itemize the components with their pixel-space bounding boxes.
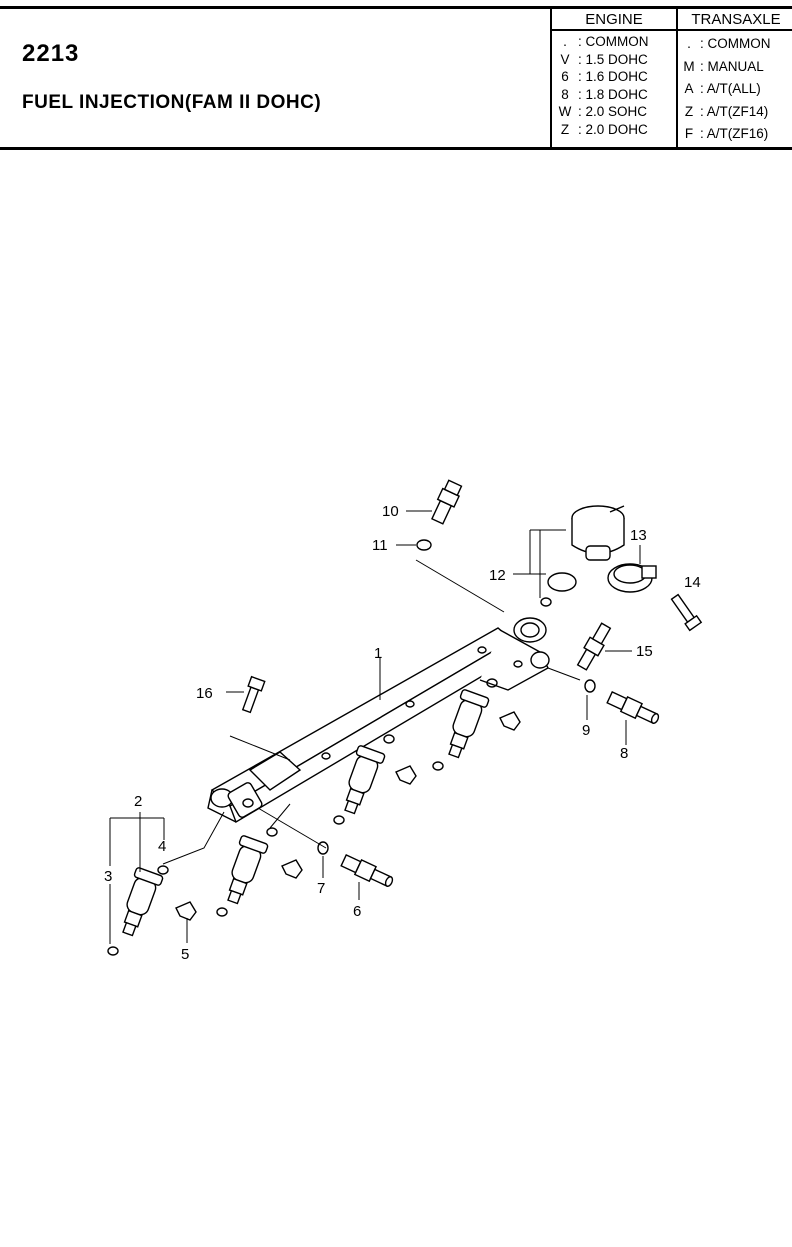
section-title: FUEL INJECTION(FAM II DOHC) [22, 92, 322, 113]
injector-1 [122, 867, 164, 937]
engine-row: Z: 2.0 DOHC [560, 121, 648, 137]
return-fitting-8 [606, 691, 660, 724]
engine-legend-table: ENGINE .: COMMON V: 1.5 DOHC 6: 1.6 DOHC… [550, 9, 676, 147]
fitting-15 [576, 622, 612, 671]
callout-2: 2 [134, 793, 142, 810]
callout-1: 1 [374, 645, 382, 662]
bolt-16 [241, 675, 266, 714]
transaxle-row: .: COMMON [687, 36, 771, 51]
callout-13: 13 [630, 527, 647, 544]
exploded-parts-diagram: 1 2 3 4 5 6 7 8 9 10 11 12 13 14 15 16 [104, 479, 703, 963]
injector-clip [175, 901, 197, 921]
engine-row: .: COMMON [563, 34, 649, 49]
callout-6: 6 [353, 903, 361, 920]
callout-9: 9 [582, 722, 590, 739]
callout-4: 4 [158, 838, 166, 855]
transaxle-legend-table: TRANSAXLE .: COMMON M: MANUAL A: A/T(ALL… [676, 9, 792, 147]
engine-heading: ENGINE [552, 9, 676, 31]
callout-12: 12 [489, 567, 506, 584]
regulator-clamp-13 [607, 563, 657, 593]
engine-row: W: 2.0 SOHC [558, 104, 648, 120]
inlet-fitting-6 [340, 854, 394, 887]
pressure-regulator [571, 505, 625, 561]
transaxle-row: M: MANUAL [683, 58, 764, 74]
bolt-14 [670, 593, 703, 632]
o-rings [107, 539, 596, 956]
assembly-guide-lines [162, 559, 581, 865]
header-bottom-rule [0, 147, 792, 150]
transaxle-heading: TRANSAXLE [678, 9, 792, 31]
transaxle-row: A: A/T(ALL) [684, 81, 761, 96]
transaxle-row: F: A/T(ZF16) [684, 126, 769, 141]
callout-7: 7 [317, 880, 325, 897]
bolt-10 [431, 479, 463, 525]
leader-lines [109, 510, 641, 944]
callout-16: 16 [196, 685, 213, 702]
injector-clip [281, 859, 303, 879]
engine-row: 8: 1.8 DOHC [561, 86, 648, 102]
section-code: 2213 [22, 40, 80, 67]
injector-4 [448, 689, 490, 759]
injector-clip [395, 765, 417, 785]
callout-10: 10 [382, 503, 399, 520]
callout-11: 11 [372, 537, 388, 554]
fuel-rail [207, 617, 550, 824]
callout-labels: 1 2 3 4 5 6 7 8 9 10 11 12 13 14 15 16 [104, 503, 701, 963]
callout-14: 14 [684, 574, 701, 591]
header-top-rule [0, 6, 792, 9]
engine-row: V: 1.5 DOHC [560, 51, 648, 67]
page-header: 2213 FUEL INJECTION(FAM II DOHC) ENGINE … [0, 0, 792, 150]
transaxle-row: Z: A/T(ZF14) [684, 103, 769, 119]
callout-15: 15 [636, 643, 653, 660]
injector-clip [499, 711, 521, 731]
engine-row: 6: 1.6 DOHC [561, 69, 648, 85]
callout-8: 8 [620, 745, 628, 762]
callout-5: 5 [181, 946, 189, 963]
injector-3 [344, 745, 386, 815]
callout-3: 3 [104, 868, 112, 885]
injector-2 [227, 835, 269, 905]
